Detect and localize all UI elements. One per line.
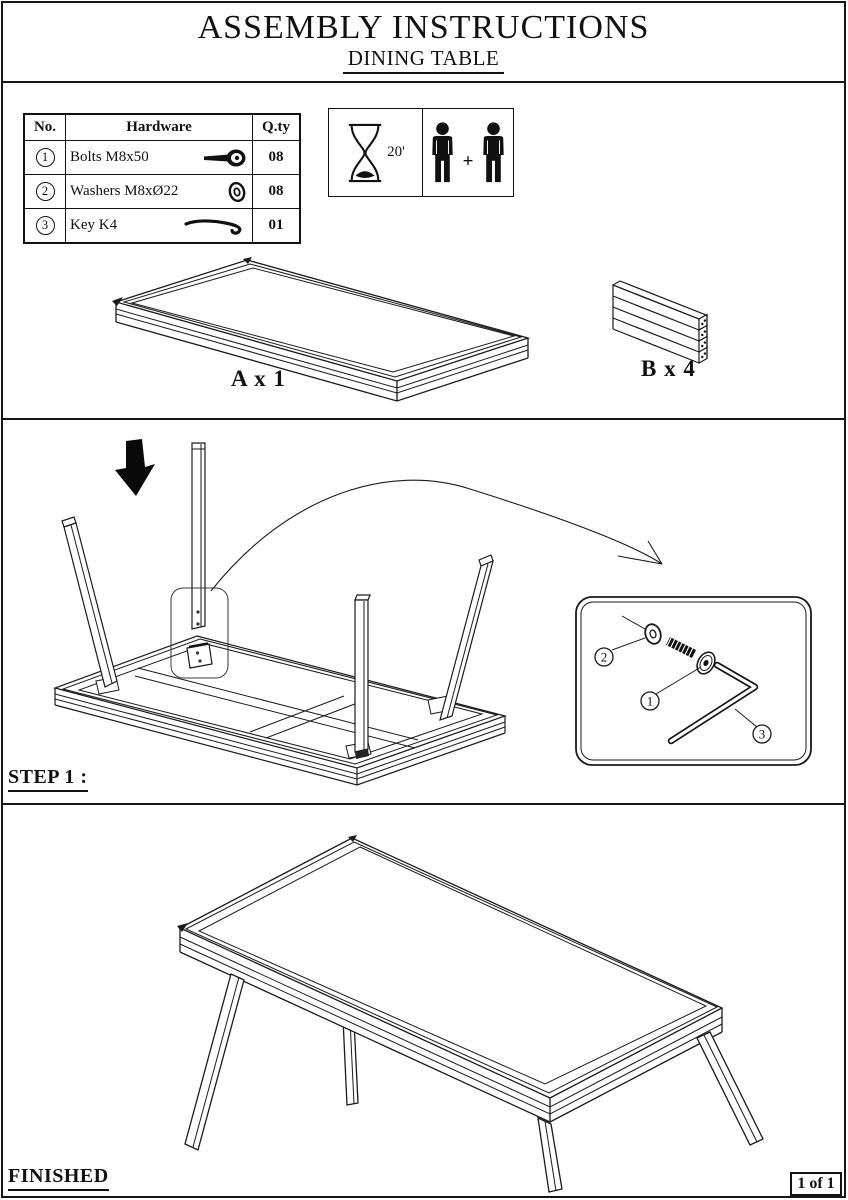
down-arrow-icon [115, 439, 155, 496]
page-subtitle: DINING TABLE [342, 46, 505, 75]
page-title: ASSEMBLY INSTRUCTIONS [197, 8, 650, 46]
time-people-box: 20' + [328, 108, 514, 197]
leg-drawing [354, 594, 371, 759]
part-b-label: B x 4 [641, 356, 696, 381]
leg-drawing [184, 973, 245, 1151]
assembly-time: 20' [387, 144, 405, 160]
hardware-row-bolts: 1 Bolts M8x50 08 [23, 140, 301, 175]
callout-ref-3: 3 [759, 727, 766, 742]
hardware-qty: 08 [252, 174, 301, 209]
washer-illustration [644, 623, 662, 645]
curved-arrow-icon [210, 479, 663, 592]
leg-drawing [439, 554, 494, 721]
hourglass-icon [348, 123, 382, 182]
inverted-tabletop-drawing [53, 635, 508, 786]
hardware-qty: 01 [252, 208, 301, 244]
leg-drawing [340, 975, 359, 1106]
loose-leg-drawing [191, 442, 206, 630]
bolt-illustration [665, 636, 716, 675]
hardware-callout: 2 1 3 [575, 596, 812, 766]
hardware-row-key: 3 Key K4 01 [23, 208, 301, 244]
leg-drawing [696, 1031, 764, 1146]
step1-section: 2 1 3 STEP 1 : [1, 418, 846, 805]
hardware-name: Bolts M8x50 [70, 149, 149, 165]
part-a-label: A x 1 [231, 366, 286, 391]
col-header-no: No. [23, 113, 66, 141]
hardware-row-washers: 2 Washers M8xØ22 08 [23, 174, 301, 209]
col-header-qty: Q.ty [252, 113, 301, 141]
ref-number-badge: 1 [35, 148, 55, 167]
callout-ref-2: 2 [601, 650, 608, 665]
plus-sign: + [462, 150, 474, 172]
allen-key-illustration [667, 661, 759, 745]
finished-section: FINISHED 1 of 1 [1, 803, 846, 1198]
callout-ref-1: 1 [647, 694, 654, 709]
detail-highlight-outline [170, 587, 229, 679]
hardware-qty: 08 [252, 140, 301, 175]
finished-label: FINISHED [8, 1165, 109, 1191]
page-number-box: 1 of 1 [790, 1172, 842, 1196]
tabletop-drawing [177, 835, 724, 1123]
ref-number-badge: 3 [35, 216, 55, 235]
ref-number-badge: 2 [35, 182, 55, 201]
bolt-icon [204, 149, 246, 166]
corner-bracket-drawing [186, 642, 213, 669]
callout-ref-badges: 2 1 3 [594, 647, 772, 744]
col-header-hardware: Hardware [65, 113, 253, 141]
finished-table-illustration [177, 835, 764, 1193]
person-icon [431, 121, 453, 182]
two-people-cell: + [423, 109, 513, 196]
legs-part-drawing [611, 280, 708, 365]
assembly-time-cell: 20' [329, 109, 423, 196]
allen-key-icon [184, 218, 242, 235]
leg-drawing [537, 1116, 563, 1193]
hardware-name: Key K4 [70, 217, 118, 233]
hardware-table: No. Hardware Q.ty 1 Bolts M8x50 [23, 113, 301, 244]
step1-illustration: 2 1 3 [53, 439, 812, 786]
title-section: ASSEMBLY INSTRUCTIONS DINING TABLE [1, 1, 846, 83]
hardware-name: Washers M8xØ22 [70, 183, 179, 199]
tabletop-part-drawing [112, 257, 531, 402]
hardware-table-header-row: No. Hardware Q.ty [23, 113, 301, 141]
parts-section: No. Hardware Q.ty 1 Bolts M8x50 [1, 81, 846, 420]
washer-icon [228, 181, 246, 202]
leg-drawing [61, 516, 118, 688]
step1-label: STEP 1 : [8, 766, 88, 792]
person-icon [483, 121, 505, 182]
